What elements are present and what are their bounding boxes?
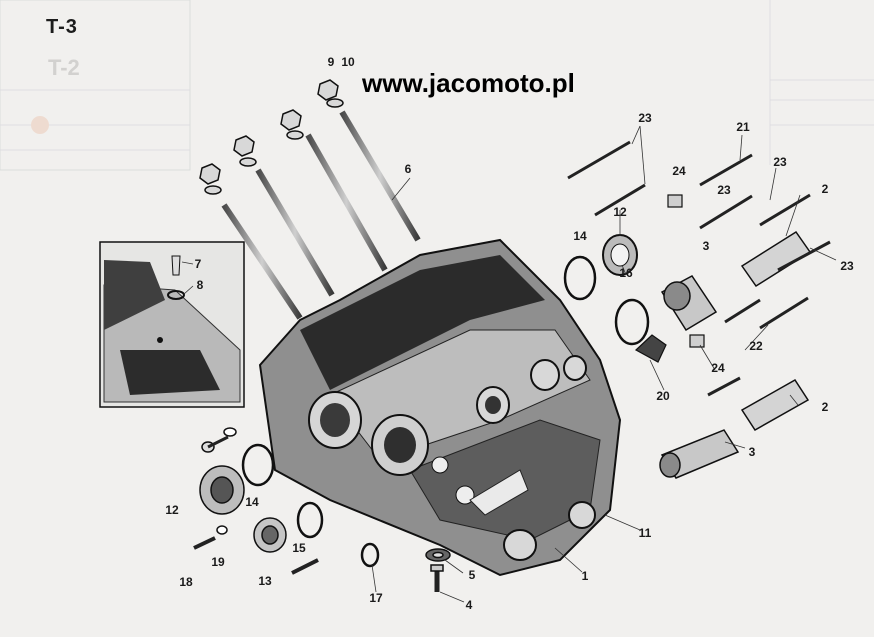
callout-label: 23 xyxy=(840,259,854,273)
ghost-sheet-code: T-2 xyxy=(48,55,80,80)
leader-lines xyxy=(181,125,837,603)
callout-label: 9 xyxy=(327,55,335,69)
sheet-code: T-3 xyxy=(46,16,78,38)
callout-label: 13 xyxy=(258,574,272,588)
callout-label: 19 xyxy=(211,555,225,569)
callout-label: 2 xyxy=(821,400,829,414)
callout-label: 3 xyxy=(702,239,710,253)
callout-label: 24 xyxy=(711,361,725,375)
bearing-12-upper xyxy=(602,234,638,276)
callout-label: 1 xyxy=(581,569,589,583)
callout-label: 5 xyxy=(468,568,476,582)
crankcase-half xyxy=(258,238,622,577)
callout-label: 8 xyxy=(196,278,204,292)
callout-label: 17 xyxy=(369,591,383,605)
stud-set xyxy=(221,110,421,320)
callout-label: 23 xyxy=(717,183,731,197)
callout-label: 21 xyxy=(736,120,750,134)
ghost-previous-page: T-2 xyxy=(0,0,874,171)
callout-label: 15 xyxy=(292,541,306,555)
callout-label: 7 xyxy=(194,257,202,271)
sleeves xyxy=(659,230,812,479)
circlips xyxy=(241,255,650,568)
callout-label: 6 xyxy=(404,162,412,176)
callout-label: 10 xyxy=(341,55,355,69)
callout-label: 20 xyxy=(656,389,670,403)
stud-nuts xyxy=(199,79,344,195)
callout-label: 24 xyxy=(672,164,686,178)
callout-label: 2 xyxy=(821,182,829,196)
callout-label: 23 xyxy=(638,111,652,125)
callout-label: 22 xyxy=(749,339,763,353)
callout-label: 14 xyxy=(573,229,587,243)
callout-label: 23 xyxy=(773,155,787,169)
lower-left-parts xyxy=(193,427,451,592)
callout-label: 14 xyxy=(245,495,259,509)
callout-label: 3 xyxy=(748,445,756,459)
callout-label: 11 xyxy=(638,526,652,540)
callout-label: 16 xyxy=(619,266,633,280)
watermark-url[interactable]: www.jacomoto.pl xyxy=(362,68,575,98)
callout-label: 12 xyxy=(165,503,179,517)
screws xyxy=(567,140,831,397)
callout-label: 18 xyxy=(179,575,193,589)
inset-detail xyxy=(99,241,245,408)
callout-label: 12 xyxy=(613,205,627,219)
callout-label: 4 xyxy=(465,598,473,612)
